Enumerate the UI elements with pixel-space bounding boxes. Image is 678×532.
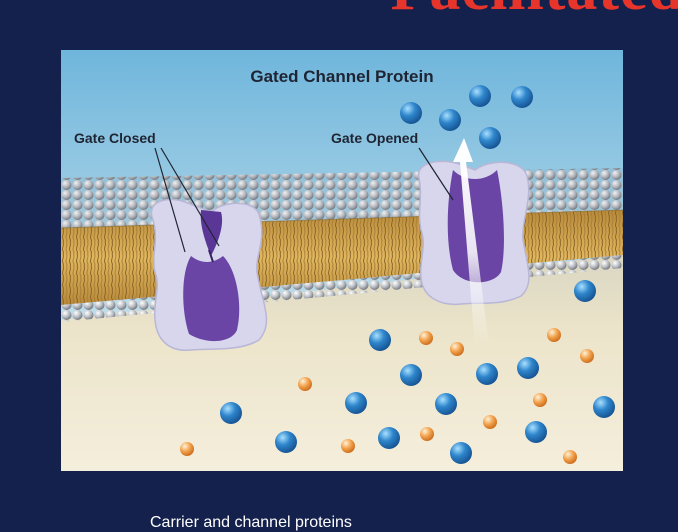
blue-molecule — [439, 109, 461, 131]
orange-molecule — [563, 450, 577, 464]
blue-molecules — [220, 85, 615, 464]
blue-molecule — [476, 363, 498, 385]
label-gate-closed: Gate Closed — [74, 130, 156, 146]
transport-arrow — [453, 138, 489, 346]
blue-molecule — [345, 392, 367, 414]
blue-molecule — [593, 396, 615, 418]
blue-molecule — [378, 427, 400, 449]
orange-molecule — [580, 349, 594, 363]
slide-caption: Carrier and channel proteins — [150, 514, 352, 531]
orange-molecule — [419, 331, 433, 345]
blue-molecule — [469, 85, 491, 107]
gated-channel-figure: Gated Channel Protein Gate Closed Gate O… — [61, 50, 623, 471]
orange-molecule — [420, 427, 434, 441]
blue-molecule — [511, 86, 533, 108]
orange-molecule — [483, 415, 497, 429]
blue-molecule — [525, 421, 547, 443]
figure-title: Gated Channel Protein — [250, 67, 433, 86]
orange-molecule — [547, 328, 561, 342]
blue-molecule — [435, 393, 457, 415]
blue-molecule — [220, 402, 242, 424]
orange-molecule — [298, 377, 312, 391]
closed-channel-protein — [150, 198, 268, 351]
orange-molecule — [180, 442, 194, 456]
blue-molecule — [479, 127, 501, 149]
orange-molecule — [341, 439, 355, 453]
slide-title: Facilitated — [391, 0, 678, 25]
blue-molecule — [275, 431, 297, 453]
blue-molecule — [574, 280, 596, 302]
orange-molecule — [450, 342, 464, 356]
blue-molecule — [450, 442, 472, 464]
label-leader-lines — [154, 147, 454, 253]
blue-molecule — [369, 329, 391, 351]
orange-molecules — [180, 328, 594, 464]
blue-molecule — [400, 364, 422, 386]
blue-molecule — [400, 102, 422, 124]
label-gate-opened: Gate Opened — [331, 130, 418, 146]
blue-molecule — [517, 357, 539, 379]
orange-molecule — [533, 393, 547, 407]
